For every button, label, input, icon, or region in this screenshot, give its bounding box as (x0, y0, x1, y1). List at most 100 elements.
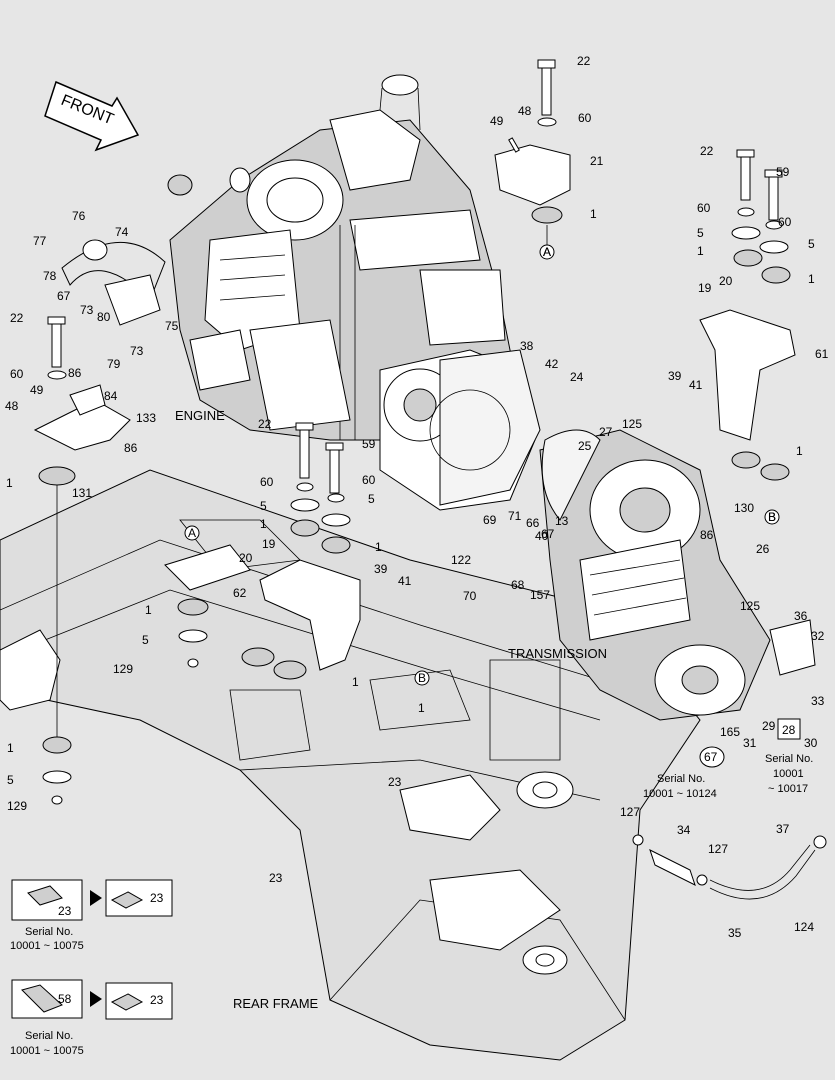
part-number-label: 49 (490, 114, 504, 128)
inset-2-from: 58 (58, 992, 72, 1006)
part-number-label: 39 (668, 369, 682, 383)
part-number-label: 5 (697, 226, 704, 240)
part-number-label: 13 (555, 514, 569, 528)
part-number-label: 59 (362, 437, 376, 451)
part-number-label: 23 (388, 775, 402, 789)
part-number-label: 22 (700, 144, 714, 158)
part-number-label: 41 (398, 574, 412, 588)
part-number-label: 124 (794, 920, 814, 934)
inset-part-23-change: 23 23 Serial No. 10001 ~ 10075 (10, 879, 173, 952)
serial-4-title: Serial No. (25, 1030, 73, 1042)
part-number-label: 1 (7, 741, 14, 755)
rear-frame (0, 469, 701, 1061)
part-number-label: 127 (620, 805, 640, 819)
part-number-label: 39 (374, 562, 388, 576)
part-number-label: 48 (518, 104, 532, 118)
serial-1-title: Serial No. (657, 773, 705, 785)
inset-1-to: 23 (150, 891, 164, 905)
part-number-label: 1 (590, 207, 597, 221)
part-number-label: B (768, 510, 776, 524)
part-number-label: 1 (260, 517, 267, 531)
part-number-label: 21 (590, 154, 604, 168)
part-number-label: 1 (6, 476, 13, 490)
part-number-label: A (543, 245, 551, 259)
part-number-label: 165 (720, 725, 740, 739)
part-number-label: 1 (418, 701, 425, 715)
part-number-label: 86 (124, 441, 138, 455)
part-number-label: 1 (375, 540, 382, 554)
transmission-section-label: TRANSMISSION (508, 646, 607, 661)
part-number-label: 33 (811, 694, 825, 708)
part-number-label: 35 (728, 926, 742, 940)
part-number-label: 122 (451, 553, 471, 567)
part-number-label: 79 (107, 357, 121, 371)
part-number-label: 22 (10, 311, 24, 325)
transmission-mount-center (164, 422, 430, 686)
part-number-label: 75 (165, 319, 179, 333)
part-number-label: 34 (677, 823, 691, 837)
part-number-label: 68 (511, 578, 525, 592)
part-number-label: 60 (362, 473, 376, 487)
part-number-label: 69 (483, 513, 497, 527)
part-number-label: 49 (30, 383, 44, 397)
part-number-label: 133 (136, 411, 156, 425)
part-number-label: 131 (72, 486, 92, 500)
flywheel-housing (379, 349, 541, 511)
part-number-label: 26 (756, 542, 770, 556)
part-number-label: 1 (697, 244, 704, 258)
part-number-label: 86 (68, 366, 82, 380)
part-number-label: 29 (762, 719, 776, 733)
part-number-label: 1 (808, 272, 815, 286)
part-number-label: 70 (463, 589, 477, 603)
callout-b-frame: B (418, 671, 426, 685)
part-number-label: 41 (689, 378, 703, 392)
part-number-label: 59 (776, 165, 790, 179)
serial-2-title: Serial No. (765, 753, 813, 765)
part-number-label: 77 (33, 234, 47, 248)
part-number-label: 1 (796, 444, 803, 458)
part-number-label: 19 (698, 281, 712, 295)
part-number-label: 78 (43, 269, 57, 283)
part-number-label: 36 (794, 609, 808, 623)
engine-mount-rear-right (699, 149, 796, 525)
callout-67: 67 (704, 750, 718, 764)
front-arrow-icon: FRONT (44, 80, 140, 152)
engine-mount-front-left (33, 316, 131, 805)
part-number-label: 80 (97, 310, 111, 324)
part-number-label: 32 (811, 629, 825, 643)
part-number-label: 125 (740, 599, 760, 613)
part-number-label: 73 (80, 303, 94, 317)
part-number-label: 30 (804, 736, 818, 750)
part-number-label: 42 (545, 357, 559, 371)
callout-b-right: B (768, 510, 776, 524)
part-number-label: 25 (578, 439, 592, 453)
serial-3-title: Serial No. (25, 926, 73, 938)
part-number-label: 127 (708, 842, 728, 856)
part-number-label: 22 (577, 54, 591, 68)
serial-4-range: 10001 ~ 10075 (10, 1045, 84, 1057)
part-number-label: 62 (233, 586, 247, 600)
part-number-label: 1 (145, 603, 152, 617)
part-number-label: 5 (7, 773, 14, 787)
rear-frame-section-label: REAR FRAME (233, 996, 319, 1011)
part-number-label: 129 (113, 662, 133, 676)
part-number-label: 74 (115, 225, 129, 239)
part-number-label: 19 (262, 537, 276, 551)
serial-2-line3: ~ 10017 (768, 783, 808, 795)
part-number-label: 60 (578, 111, 592, 125)
part-number-label: 31 (743, 736, 757, 750)
engine-section-label: ENGINE (175, 408, 225, 423)
transmission-assembly (539, 429, 771, 721)
part-number-label: 5 (142, 633, 149, 647)
part-number-label: 20 (719, 274, 733, 288)
part-number-label: 24 (570, 370, 584, 384)
inset-1-from: 23 (58, 904, 72, 918)
serial-2-line2: 10001 (773, 768, 804, 780)
part-number-label: 20 (239, 551, 253, 565)
part-number-label: 60 (778, 215, 792, 229)
part-number-label: 86 (700, 528, 714, 542)
callout-a-frame: A (188, 526, 196, 540)
inset-part-58-change: 58 23 Serial No. 10001 ~ 10075 (10, 979, 173, 1057)
